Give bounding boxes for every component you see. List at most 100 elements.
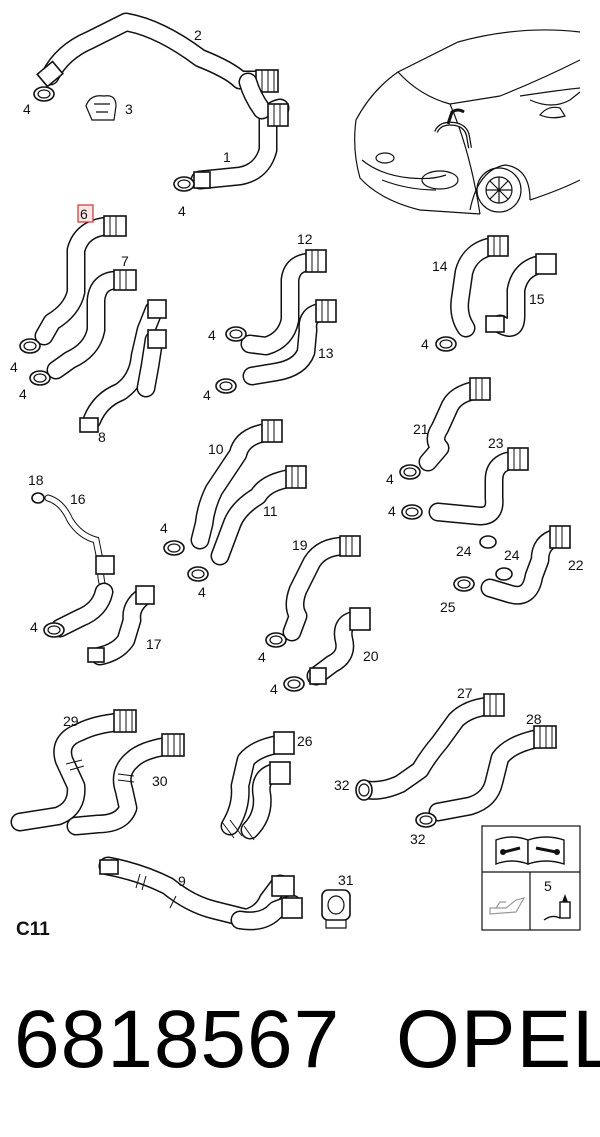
clamp-4c (19, 338, 41, 354)
hose-15 (485, 253, 557, 338)
callout-31: 31 (338, 872, 354, 888)
clamp-4d (29, 370, 51, 386)
callout-4: 4 (23, 101, 31, 117)
callout-4: 4 (258, 649, 266, 665)
callout-21: 21 (413, 421, 429, 437)
exploded-parts-diagram: 1 2 3 4 4 5 6 7 8 9 4 4 10 11 12 13 4 4 … (10, 12, 584, 940)
hose-6 (34, 215, 127, 346)
callout-4: 4 (10, 359, 18, 375)
callout-4: 4 (203, 387, 211, 403)
callout-2: 2 (194, 27, 202, 43)
callout-4: 4 (198, 584, 206, 600)
callout-18: 18 (28, 472, 44, 488)
brand-name: OPEL (396, 994, 600, 1085)
callout-30: 30 (152, 773, 168, 789)
car-illustration (354, 29, 581, 215)
callout-32: 32 (334, 777, 350, 793)
callout-10: 10 (208, 441, 224, 457)
callout-32: 32 (410, 831, 426, 847)
hose-17 (87, 585, 155, 666)
callout-9: 9 (178, 873, 186, 889)
callout-4: 4 (421, 336, 429, 352)
clamp-4h (43, 622, 65, 638)
callout-22: 22 (568, 557, 584, 573)
hose-26 (220, 731, 295, 841)
callout-28: 28 (526, 711, 542, 727)
hose-7 (46, 269, 137, 380)
callout-4: 4 (388, 503, 396, 519)
hose-21 (418, 377, 491, 472)
sealant-tube-icon (543, 894, 571, 921)
callout-16: 16 (70, 491, 86, 507)
clip-3 (85, 95, 117, 121)
clamp-4i (163, 540, 185, 556)
callout-5: 5 (544, 878, 552, 894)
callout-6: 6 (80, 206, 88, 222)
hose-19 (282, 535, 361, 642)
hose-22 (480, 525, 571, 605)
callout-29: 29 (63, 713, 79, 729)
hose-2 (36, 12, 279, 93)
callout-4: 4 (208, 327, 216, 343)
callout-13: 13 (318, 345, 334, 361)
clamp-32b (415, 812, 437, 828)
clamp-4f (215, 378, 237, 394)
callout-7: 7 (121, 253, 129, 269)
callout-4: 4 (178, 203, 186, 219)
clamp-4m (399, 464, 421, 480)
callout-11: 11 (263, 503, 278, 519)
callout-4: 4 (270, 681, 278, 697)
hose-20 (306, 607, 371, 686)
part-18 (31, 492, 45, 504)
hose-27 (358, 693, 505, 800)
clamp-4e (225, 326, 247, 342)
callout-26: 26 (297, 733, 313, 749)
callout-23: 23 (488, 435, 504, 451)
callout-19: 19 (292, 537, 308, 553)
callout-24: 24 (456, 543, 472, 559)
clamp-4l (283, 676, 305, 692)
callout-12: 12 (297, 231, 313, 247)
callout-4: 4 (160, 520, 168, 536)
part-24a (479, 535, 497, 549)
hose-8 (79, 299, 167, 433)
part-number: 6818567 (14, 994, 341, 1085)
callout-4: 4 (19, 386, 27, 402)
hose-11 (210, 465, 307, 566)
symbol-panel (481, 825, 581, 931)
hose-1 (190, 72, 290, 190)
clip-31 (321, 889, 351, 929)
callout-4: 4 (386, 471, 394, 487)
clamp-4b (173, 176, 195, 192)
hose-29 (10, 709, 137, 832)
part-24b (495, 567, 513, 581)
oil-can-icon (489, 897, 526, 915)
clamp-32a (355, 779, 373, 801)
repair-manual-icon (495, 836, 565, 866)
clamp-4n (401, 504, 423, 520)
hose-28 (428, 725, 557, 822)
callout-24: 24 (504, 547, 520, 563)
hose-13 (242, 299, 337, 386)
callout-20: 20 (363, 648, 379, 664)
callout-25: 25 (440, 599, 456, 615)
clamp-4j (187, 566, 209, 582)
hose-12 (240, 249, 327, 356)
callout-27: 27 (457, 685, 473, 701)
clamp-4k (265, 632, 287, 648)
callout-8: 8 (98, 429, 106, 445)
callout-14: 14 (432, 258, 448, 274)
clamp-4g (435, 336, 457, 352)
hose-30 (66, 733, 185, 836)
hose-14 (450, 235, 509, 338)
clamp-4a (33, 86, 55, 102)
hose-10 (190, 419, 283, 550)
part-25 (453, 576, 475, 592)
hose-23 (428, 447, 529, 526)
callout-1: 1 (223, 149, 231, 165)
hose-16 (44, 494, 115, 638)
diagram-code: C11 (16, 919, 50, 940)
callout-4: 4 (30, 619, 38, 635)
callout-15: 15 (529, 291, 545, 307)
hose-9 (98, 856, 303, 931)
